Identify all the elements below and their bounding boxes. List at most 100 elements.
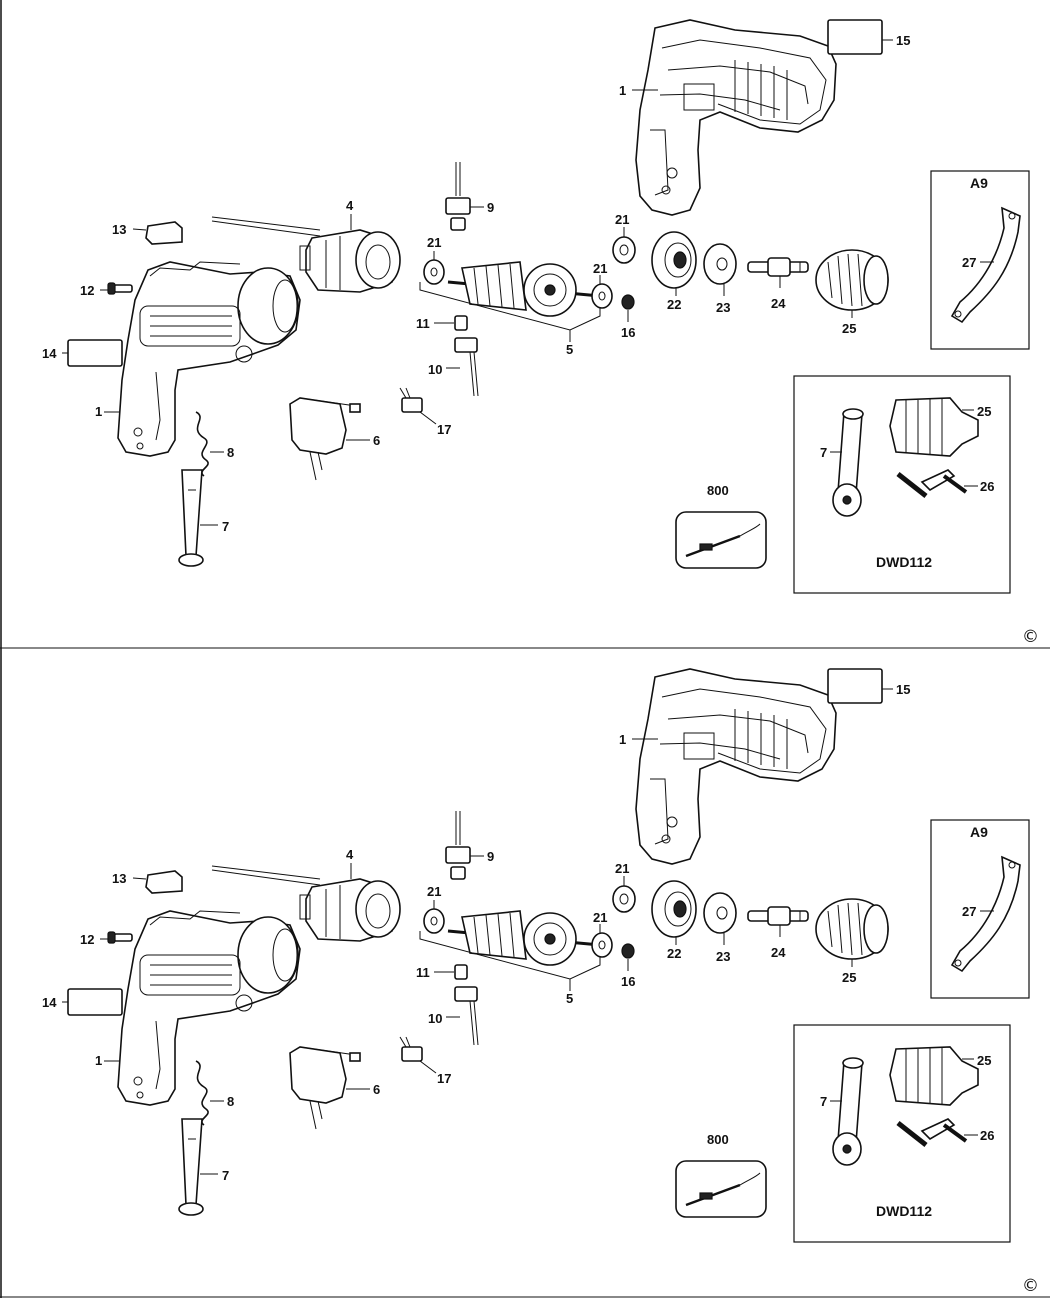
callout-5: 5 xyxy=(566,342,573,357)
suppressor-capacitor xyxy=(399,1036,423,1062)
copyright-mark: © xyxy=(1022,1276,1039,1296)
field-stator xyxy=(299,878,401,942)
depth-rod xyxy=(685,523,761,558)
kit-side-handle xyxy=(832,1057,864,1166)
callout-14: 14 xyxy=(42,346,57,361)
armature xyxy=(447,261,601,317)
accessory-box xyxy=(675,511,767,569)
cord-clamp xyxy=(145,870,183,894)
spindle xyxy=(747,906,809,926)
callout-6: 6 xyxy=(373,433,380,448)
washer-mid xyxy=(591,283,613,309)
callout-17: 17 xyxy=(437,422,451,437)
cord-clamp xyxy=(145,221,183,245)
callout-17: 17 xyxy=(437,1071,451,1086)
callout-1-top: 1 xyxy=(619,83,626,98)
callout-5: 5 xyxy=(566,991,573,1006)
kit-side-handle xyxy=(832,408,864,517)
callout-21-top: 21 xyxy=(615,212,629,227)
diagram-canvas: 1 15 1 xyxy=(0,649,1050,1298)
box-dwd112-title: DWD112 xyxy=(876,554,932,570)
power-cable xyxy=(195,1060,209,1126)
ball-bearing xyxy=(651,231,697,289)
callout-22: 22 xyxy=(667,297,681,312)
housing-half-right xyxy=(635,668,837,865)
brush-holder-lower xyxy=(454,986,479,1046)
callout-10: 10 xyxy=(428,1011,442,1026)
callout-1-left: 1 xyxy=(95,1053,102,1068)
housing-assembly-left xyxy=(117,865,321,1106)
box-dwd112-title: DWD112 xyxy=(876,1203,932,1219)
ball-bearing xyxy=(651,880,697,938)
spindle xyxy=(747,257,809,277)
retaining-strap xyxy=(950,206,1021,324)
kit-callout-7: 7 xyxy=(820,445,827,460)
callout-21-top: 21 xyxy=(615,861,629,876)
callout-8: 8 xyxy=(227,1094,234,1109)
housing-half-right xyxy=(635,19,837,216)
callout-27: 27 xyxy=(962,255,976,270)
callout-800: 800 xyxy=(707,1132,729,1147)
kit-callout-7: 7 xyxy=(820,1094,827,1109)
power-cable xyxy=(195,411,209,477)
kit-box-a9 xyxy=(930,819,1030,999)
screw xyxy=(107,282,133,295)
callout-12: 12 xyxy=(80,283,94,298)
brush-holder-top xyxy=(445,162,471,231)
retaining-strap xyxy=(950,855,1021,973)
spacer-washer xyxy=(703,243,737,285)
kit-callout-26: 26 xyxy=(980,479,994,494)
callout-21-left: 21 xyxy=(427,884,441,899)
label-plate xyxy=(827,668,883,704)
callout-16: 16 xyxy=(621,325,635,340)
washer-left xyxy=(423,908,445,934)
callout-21-left: 21 xyxy=(427,235,441,250)
callout-22: 22 xyxy=(667,946,681,961)
callout-21-mid: 21 xyxy=(593,910,607,925)
chuck-key xyxy=(896,1118,968,1147)
keyless-chuck xyxy=(815,898,889,960)
small-nut xyxy=(621,294,635,310)
callout-21-mid: 21 xyxy=(593,261,607,276)
callout-11: 11 xyxy=(416,965,430,980)
callout-11: 11 xyxy=(416,316,430,331)
copyright-mark: © xyxy=(1022,627,1039,647)
callout-24: 24 xyxy=(771,296,786,311)
callout-8: 8 xyxy=(227,445,234,460)
callout-23: 23 xyxy=(716,949,730,964)
callout-25: 25 xyxy=(842,970,856,985)
callout-4: 4 xyxy=(346,847,354,862)
armature xyxy=(447,910,601,966)
nameplate-label xyxy=(67,339,123,367)
carbon-brush xyxy=(454,315,468,331)
diagram-canvas: 1 15 1 xyxy=(0,0,1050,649)
label-plate xyxy=(827,19,883,55)
callout-4: 4 xyxy=(346,198,354,213)
kit-callout-26: 26 xyxy=(980,1128,994,1143)
callout-800: 800 xyxy=(707,483,729,498)
callout-1-top: 1 xyxy=(619,732,626,747)
callout-13: 13 xyxy=(112,871,126,886)
washer-mid xyxy=(591,932,613,958)
chuck-key xyxy=(896,469,968,498)
callout-27: 27 xyxy=(962,904,976,919)
side-handle xyxy=(178,1118,204,1216)
callout-14: 14 xyxy=(42,995,57,1010)
field-stator xyxy=(299,229,401,293)
exploded-parts-diagram-2: 1 15 1 xyxy=(0,649,1050,1298)
callout-9: 9 xyxy=(487,849,494,864)
callout-6: 6 xyxy=(373,1082,380,1097)
trigger-switch xyxy=(289,1046,361,1130)
callout-12: 12 xyxy=(80,932,94,947)
housing-assembly-left xyxy=(117,216,321,457)
kit-callout-25: 25 xyxy=(977,1053,991,1068)
trigger-switch xyxy=(289,397,361,481)
washer-top xyxy=(612,236,636,264)
callout-15: 15 xyxy=(896,682,910,697)
callout-23: 23 xyxy=(716,300,730,315)
accessory-box xyxy=(675,1160,767,1218)
callout-7: 7 xyxy=(222,1168,229,1183)
washer-left xyxy=(423,259,445,285)
spacer-washer xyxy=(703,892,737,934)
callout-24: 24 xyxy=(771,945,786,960)
